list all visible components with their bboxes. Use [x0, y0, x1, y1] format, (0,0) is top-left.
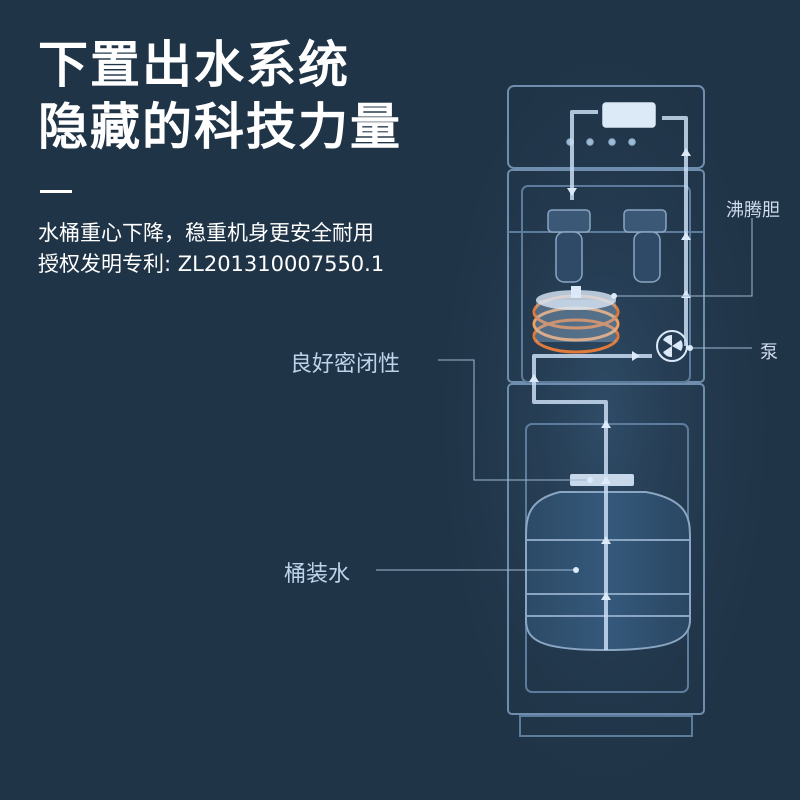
divider [40, 190, 72, 193]
description-line-1: 水桶重心下降，稳重机身更安全耐用 [38, 221, 374, 245]
water-flow-path [532, 110, 688, 650]
callout-boiler: 沸腾胆 [726, 200, 780, 221]
callout-pump: 泵 [760, 342, 778, 363]
description: 水桶重心下降，稳重机身更安全耐用 授权发明专利: ZL201310007550.… [38, 218, 384, 280]
headline-line-2: 隐藏的科技力量 [38, 98, 402, 156]
boiler-dot [611, 293, 617, 299]
description-patent: 授权发明专利: ZL201310007550.1 [38, 252, 385, 276]
taps [547, 209, 667, 283]
callout-bottled-water: 桶装水 [284, 562, 351, 587]
boiler-tank [532, 286, 620, 354]
bottle-dot [573, 567, 579, 573]
callout-lines [376, 218, 753, 571]
pump-dot [687, 345, 693, 351]
headline-line-1: 下置出水系统 [38, 36, 350, 94]
callout-sealing: 良好密闭性 [290, 352, 401, 377]
seal-dot [587, 477, 593, 483]
headline: 下置出水系统 隐藏的科技力量 [38, 34, 402, 158]
